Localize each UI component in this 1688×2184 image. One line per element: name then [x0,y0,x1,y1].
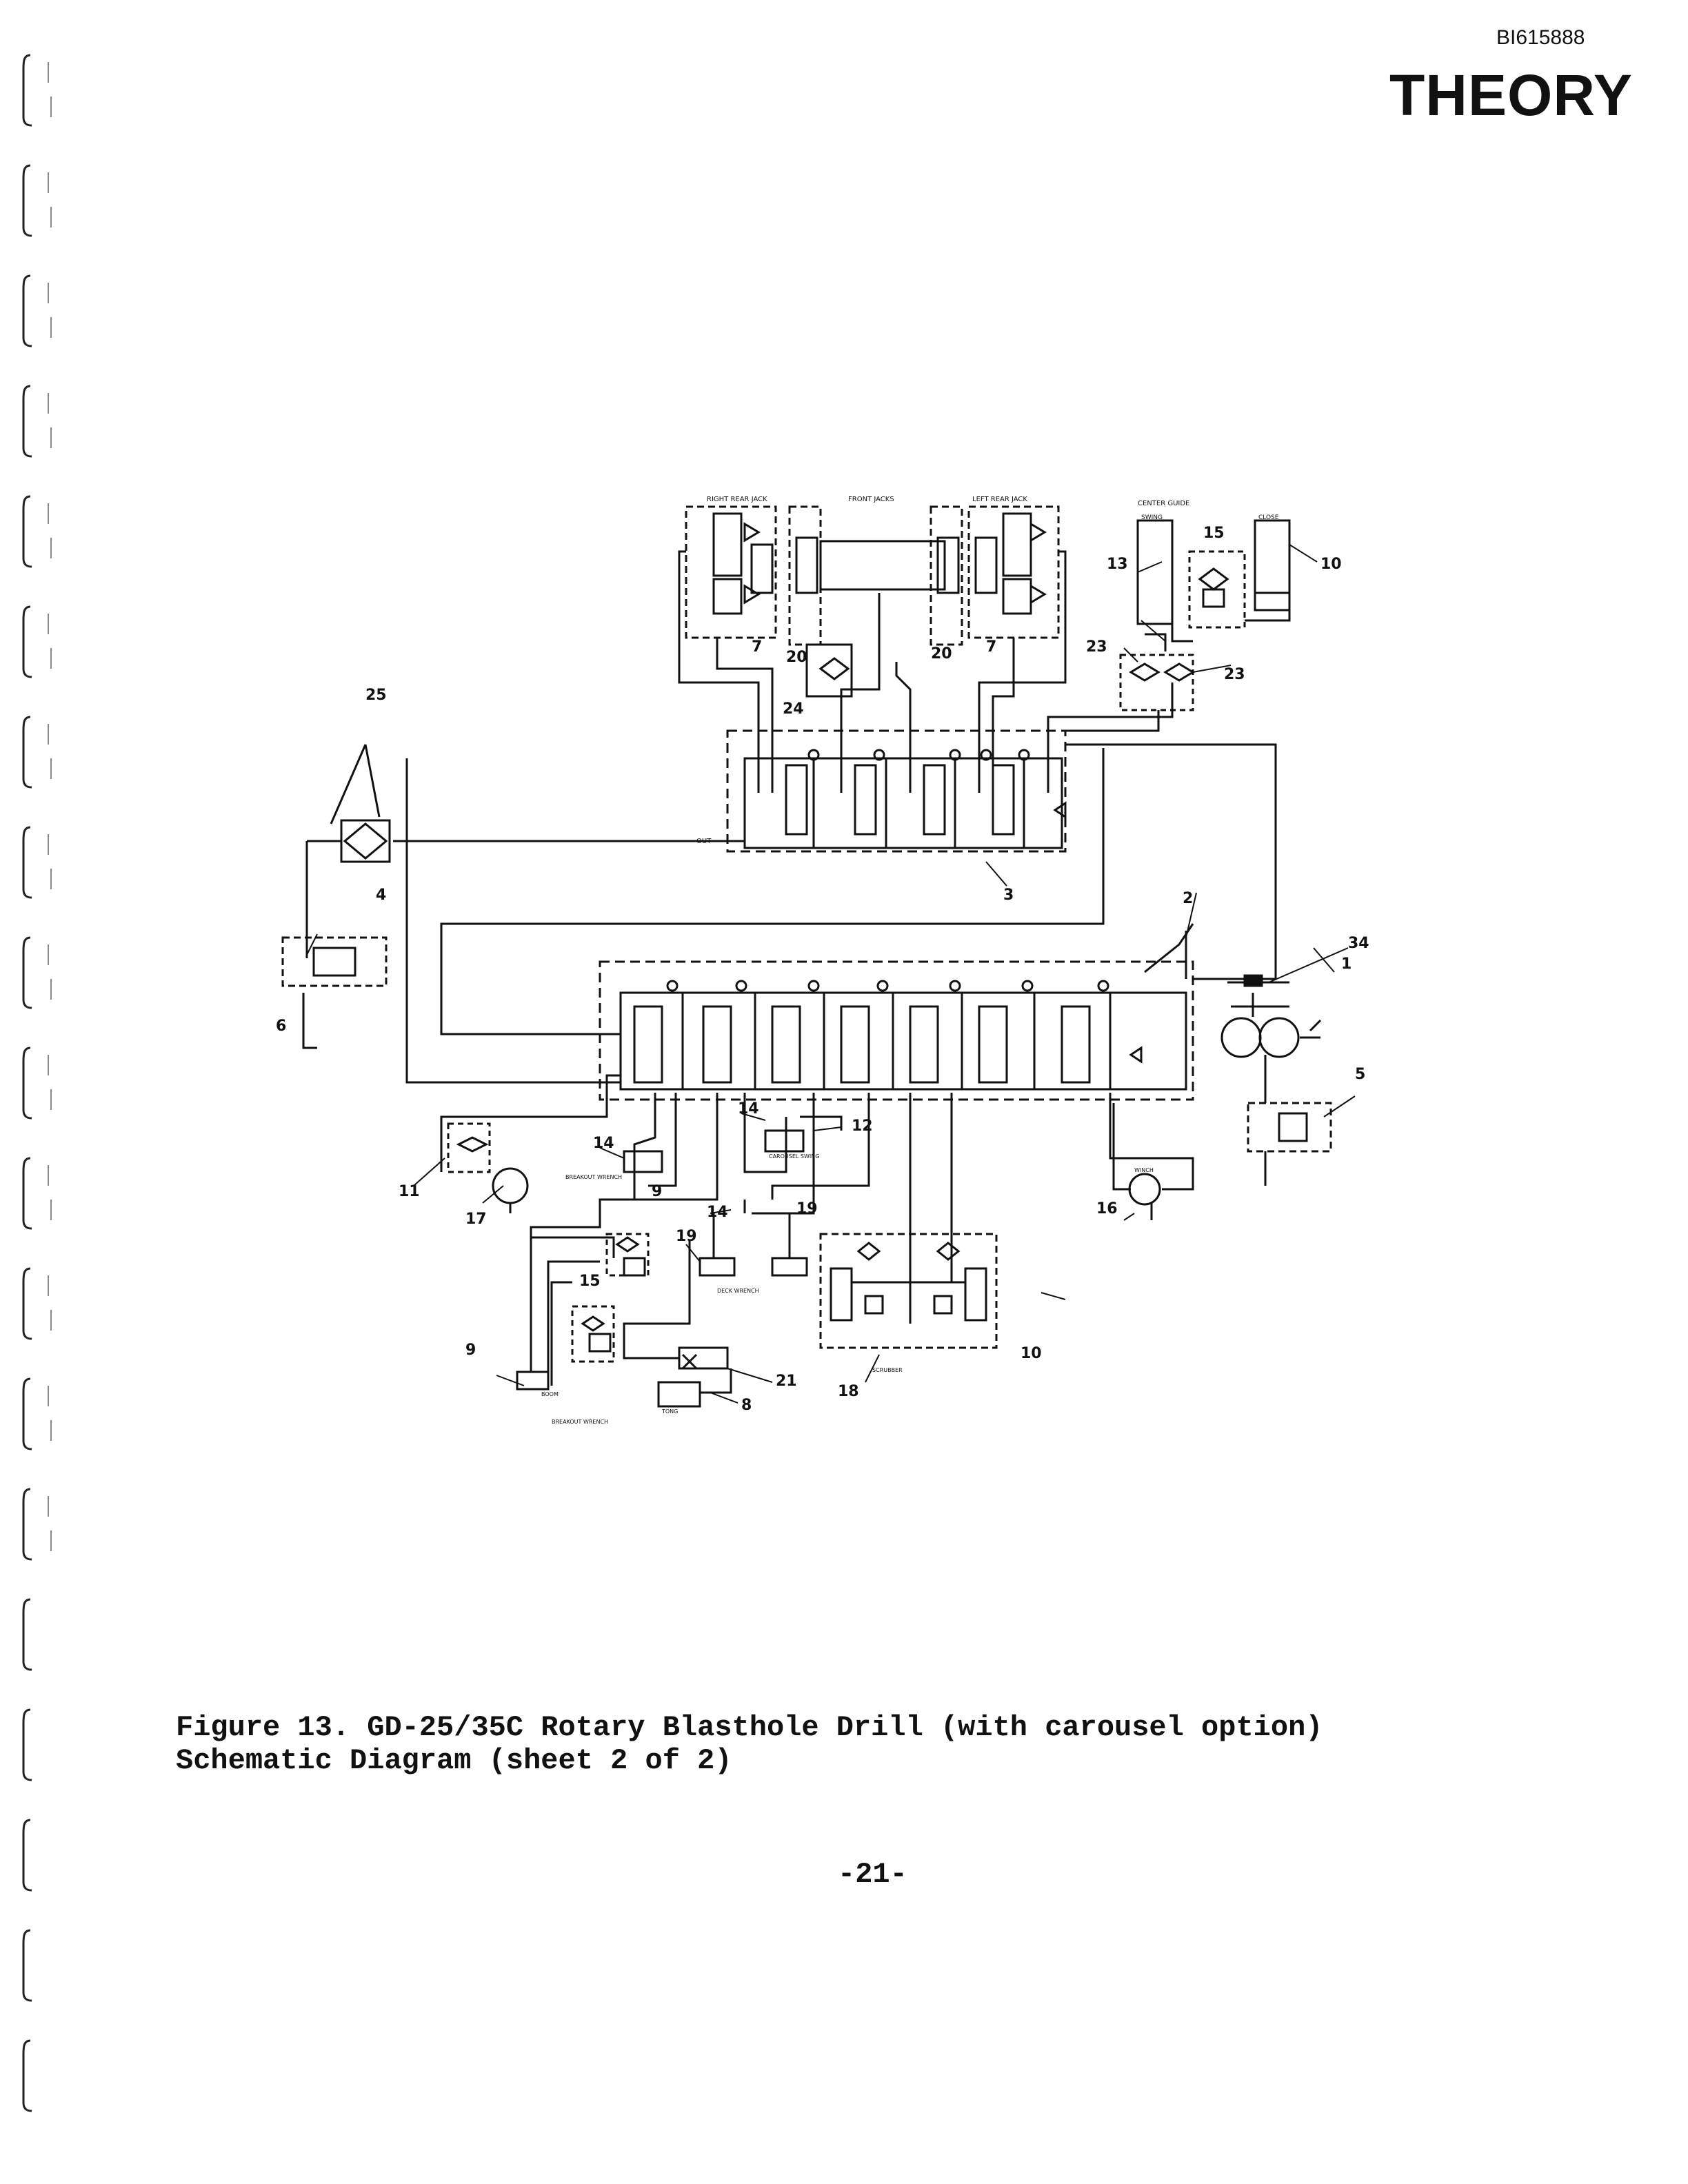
label-tong: TONG [661,1408,678,1415]
callout-23b: 23 [1224,666,1245,683]
callout-11: 11 [399,1183,420,1200]
label-boom: BOOM [541,1391,559,1397]
label-out: OUT [696,838,712,845]
callout-20b: 20 [931,645,952,663]
callout-6: 6 [276,1018,286,1035]
page-number: -21- [838,1858,907,1891]
callout-17: 17 [465,1211,487,1228]
callout-9a: 9 [652,1183,662,1200]
callout-14c: 14 [707,1204,728,1221]
section-title: THEORY [1389,63,1633,128]
callout-34: 34 [1348,935,1369,952]
caption-line-2: Schematic Diagram (sheet 2 of 2) [176,1744,732,1777]
callout-21: 21 [776,1373,797,1390]
label-right-rear-jack: RIGHT REAR JACK [707,496,767,503]
callout-23a: 23 [1086,638,1107,656]
callout-18: 18 [838,1383,859,1400]
label-scrubber: SCRUBBER [872,1367,903,1373]
callout-19b: 19 [796,1200,818,1217]
label-carousel-swing: CAROUSEL SWING [769,1153,819,1160]
callout-15a: 15 [1203,525,1225,542]
figure-caption: Figure 13. GD-25/35C Rotary Blasthole Dr… [176,1711,1323,1777]
label-deck-wrench: DECK WRENCH [717,1288,759,1294]
callout-15b: 15 [579,1273,601,1290]
callout-12: 12 [852,1118,873,1135]
label-close: CLOSE [1258,514,1279,521]
callout-1: 1 [1341,956,1352,973]
label-center-guide: CENTER GUIDE [1138,500,1189,507]
label-breakout-wrench-upper: BREAKOUT WRENCH [565,1174,622,1180]
callout-2: 2 [1183,890,1193,907]
callout-14b: 14 [593,1135,614,1152]
callout-7b: 7 [986,638,996,656]
callout-16: 16 [1096,1200,1118,1217]
callout-24: 24 [783,700,804,718]
callout-14a: 14 [738,1100,759,1118]
callout-20a: 20 [786,649,807,666]
callout-3: 3 [1003,887,1014,904]
document-id: BI615888 [1496,26,1585,49]
label-breakout-wrench-lower: BREAKOUT WRENCH [552,1419,608,1425]
callout-10b: 10 [1021,1345,1042,1362]
callout-13: 13 [1107,556,1128,573]
callout-9b: 9 [465,1342,476,1359]
callout-10a: 10 [1320,556,1342,573]
label-swing: SWING [1141,514,1163,521]
callout-5: 5 [1355,1066,1365,1083]
callout-19a: 19 [676,1228,697,1245]
label-winch: WINCH [1134,1167,1154,1173]
callout-8: 8 [741,1397,752,1414]
label-front-jacks: FRONT JACKS [848,496,894,503]
label-left-rear-jack: LEFT REAR JACK [972,496,1027,503]
callout-7a: 7 [752,638,762,656]
callout-25: 25 [365,687,387,704]
binding-marks [22,54,52,2112]
callout-4: 4 [376,887,386,904]
caption-line-1: Figure 13. GD-25/35C Rotary Blasthole Dr… [176,1711,1323,1744]
